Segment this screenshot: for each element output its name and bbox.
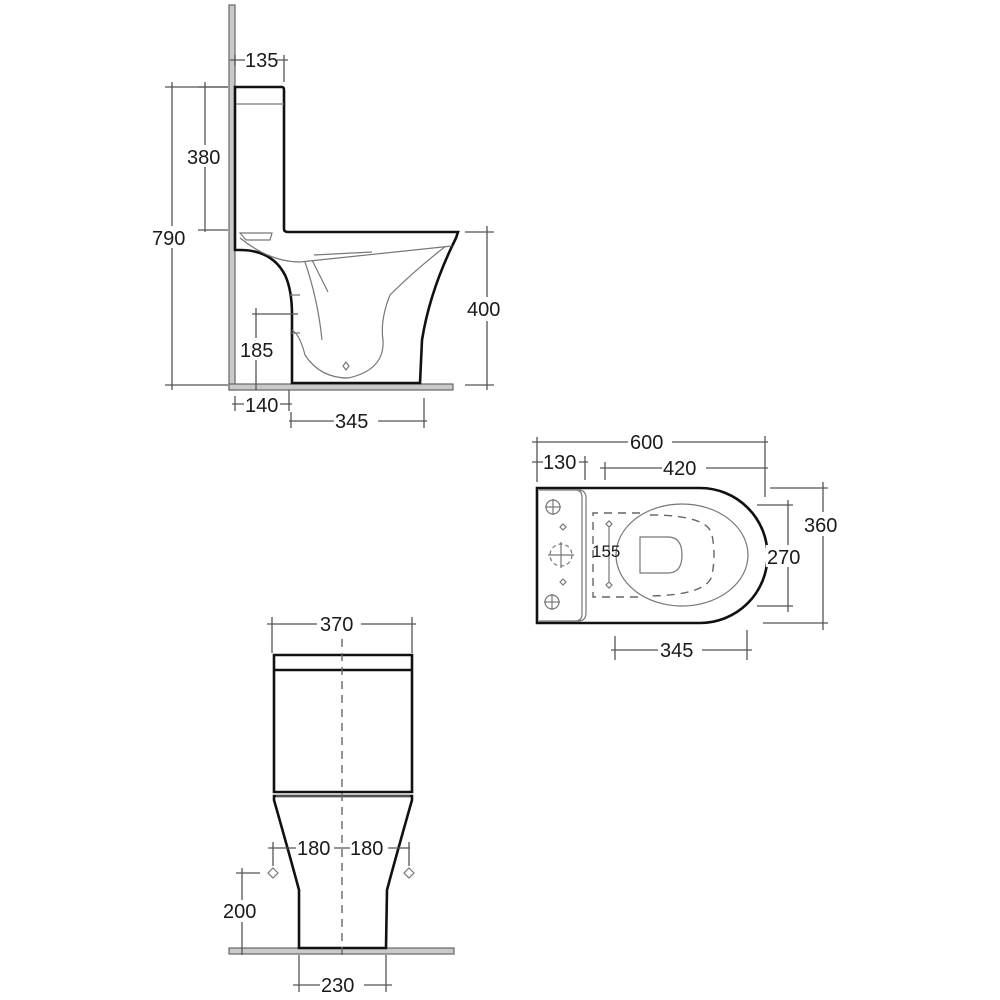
dim-label: 185 [240,340,273,362]
front-view: 370 180 180 200 230 [222,612,455,997]
flush-button [238,232,273,241]
footprint-dashed [592,512,640,598]
dim-label: 360 [804,515,837,537]
fixing-right-icon [403,867,415,879]
bowl-opening [639,536,683,574]
dim-label: 345 [660,640,693,662]
dim-360 [763,482,828,630]
cistern-fixings [544,499,574,610]
rim-detail [311,251,373,293]
dim-label: 140 [245,395,278,417]
dim-label: 370 [320,614,353,636]
bowl-interior [239,237,453,379]
outlet-spigot [290,294,300,334]
dim-label: 380 [187,147,220,169]
floor-line [228,383,454,391]
dim-label: 180 [350,838,383,860]
outlet-marker [342,361,350,371]
dim-label: 180 [297,838,330,860]
pan-front-outline [272,794,414,950]
dim-label: 230 [321,975,354,997]
dim-label: 270 [767,547,800,569]
dim-label: 420 [663,458,696,480]
dim-label: 130 [543,452,576,474]
pan-fixings [605,520,613,589]
fixing-left-icon [267,867,279,879]
seat-outline [615,503,749,607]
plan-view: 600 130 420 360 270 [532,430,847,662]
dim-label: 155 [592,542,620,561]
cistern-inner [539,489,583,622]
dim-label: 345 [335,411,368,433]
dim-label: 600 [630,432,663,454]
dim-label: 200 [223,901,256,923]
side-view: 135 380 790 400 185 [150,4,508,433]
dim-label: 790 [152,228,185,250]
cistern-outline [233,85,460,385]
dim-label: 400 [467,299,500,321]
cistern-front-outline [272,653,414,794]
dim-label: 135 [245,50,278,72]
